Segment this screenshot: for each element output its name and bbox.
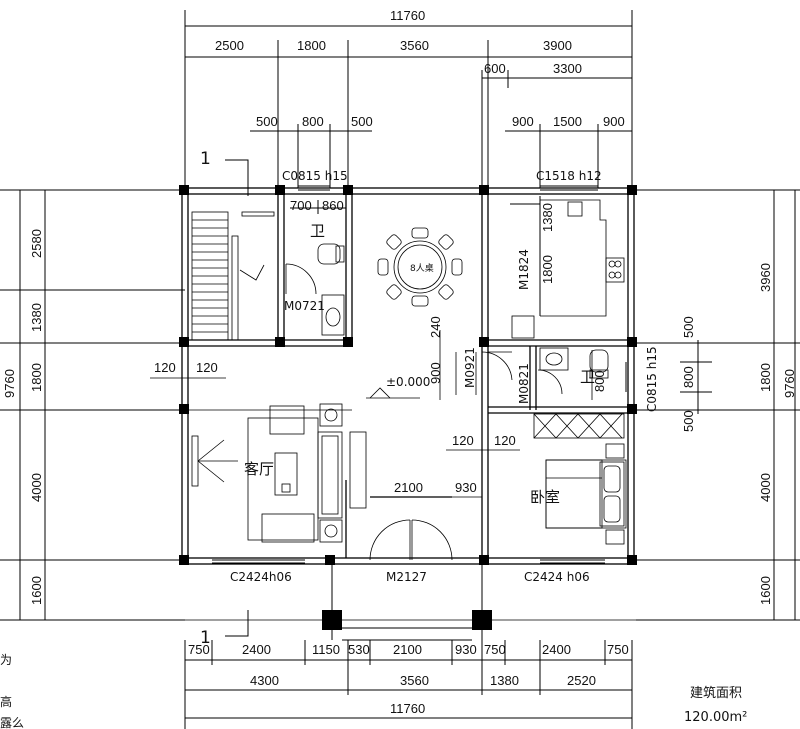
dim-left-2580: 2580 <box>29 229 44 258</box>
margin-text-1: 为 <box>0 653 12 667</box>
dim-left-total: 9760 <box>2 369 17 398</box>
dim-left-1380: 1380 <box>29 303 44 332</box>
right-dimensions: 3960 1800 4000 1600 9760 500 800 500 <box>636 189 800 621</box>
table-label: 8人桌 <box>410 262 434 274</box>
dim-top-500a: 500 <box>256 114 278 129</box>
dim-right-win-500a: 500 <box>681 316 696 338</box>
labels: C0815 h15 C1518 h12 C0815 h15 C2424h06 C… <box>0 149 659 729</box>
window-bottom-left-label: C2424h06 <box>230 570 292 584</box>
dim-bot-750b: 750 <box>484 642 506 657</box>
dim-top-800: 800 <box>302 114 324 129</box>
door-bath-label: M0721 <box>284 299 325 313</box>
dim-right-1800: 1800 <box>758 363 773 392</box>
dim-bot-total: 11760 <box>390 701 425 716</box>
dim-left-1600: 1600 <box>29 576 44 605</box>
dim-bot-930: 930 <box>455 642 477 657</box>
margin-text-3: 露么 <box>0 716 24 729</box>
bottom-dimensions: 750 2400 1150 530 2100 930 750 2400 750 … <box>184 640 633 729</box>
dim-bot-2400b: 2400 <box>542 642 571 657</box>
dim-int-930: 930 <box>455 480 477 495</box>
dim-top-total: 11760 <box>390 8 425 23</box>
door-main-label: M2127 <box>386 570 427 584</box>
dining-table <box>377 227 463 307</box>
dim-bot-750c: 750 <box>607 642 629 657</box>
margin-text-2: 高 <box>0 694 12 709</box>
dim-int-240: 240 <box>428 316 443 338</box>
dim-int-120a: 120 <box>154 360 176 375</box>
living-room-fixtures <box>191 403 367 543</box>
dim-bot-2100: 2100 <box>393 642 422 657</box>
dim-top-1800: 1800 <box>297 38 326 53</box>
staircase <box>191 211 275 341</box>
dim-bot-4300: 4300 <box>250 673 279 688</box>
dim-top-600: 600 <box>484 61 506 76</box>
section-top-label: 1 <box>200 149 211 169</box>
dim-top-900a: 900 <box>512 114 534 129</box>
level-mark <box>366 387 420 399</box>
dim-top-900b: 900 <box>603 114 625 129</box>
dim-int-900: 900 <box>428 362 443 384</box>
door-kitchen-label: M1824 <box>517 249 531 290</box>
dim-int-1800: 1800 <box>540 255 555 284</box>
dim-int-860: 860 <box>322 198 344 213</box>
top-dimensions: 11760 2500 1800 3560 3900 600 3300 500 8… <box>184 8 633 330</box>
dim-right-3960: 3960 <box>758 263 773 292</box>
bedroom-label: 卧室 <box>530 488 560 506</box>
left-dimensions: 9760 2580 1380 1800 4000 1600 <box>0 189 185 621</box>
dim-int-120b: 120 <box>196 360 218 375</box>
dim-right-4000: 4000 <box>758 473 773 502</box>
dim-right-win-500b: 500 <box>681 410 696 432</box>
dim-right-1600: 1600 <box>758 576 773 605</box>
dim-int-800-bath2: 800 <box>592 370 607 392</box>
doors-center <box>455 351 513 395</box>
windows <box>212 185 605 564</box>
dim-int-1380: 1380 <box>540 203 555 232</box>
bath-1-label: 卫 <box>310 222 325 240</box>
columns <box>179 185 637 630</box>
dim-bot-530: 530 <box>348 642 370 657</box>
dim-int-700: 700 <box>290 198 312 213</box>
dim-right-total: 9760 <box>782 369 797 398</box>
door-m0921-label: M0921 <box>463 347 477 388</box>
window-top-right-label: C1518 h12 <box>536 169 602 183</box>
dim-left-4000: 4000 <box>29 473 44 502</box>
window-top-left-label: C0815 h15 <box>282 169 348 183</box>
bath-2-label: 卫 <box>580 368 595 386</box>
dim-top-3900: 3900 <box>543 38 572 53</box>
dim-bot-3560: 3560 <box>400 673 429 688</box>
level-label: ±0.000 <box>386 375 430 389</box>
window-bottom-right-label: C2424 h06 <box>524 570 590 584</box>
area-box: 建筑面积 120.00m² <box>684 685 747 725</box>
dim-right-win-800: 800 <box>681 366 696 388</box>
dim-int-120d: 120 <box>494 433 516 448</box>
dim-left-1800: 1800 <box>29 363 44 392</box>
bedroom-fixtures <box>533 413 627 545</box>
kitchen-fixtures <box>510 196 625 339</box>
door-m0821-label: M0821 <box>517 363 531 404</box>
bathroom-2-fixtures <box>537 347 627 395</box>
dim-bot-750a: 750 <box>188 642 210 657</box>
walls <box>181 187 635 565</box>
dim-top-3300: 3300 <box>553 61 582 76</box>
dim-bot-2400a: 2400 <box>242 642 271 657</box>
dim-bot-1150: 1150 <box>312 642 340 657</box>
area-title: 建筑面积 <box>690 685 742 701</box>
dim-bot-1380: 1380 <box>490 673 519 688</box>
dim-top-3560: 3560 <box>400 38 429 53</box>
section-marks <box>225 159 249 637</box>
dim-top-500b: 500 <box>351 114 373 129</box>
bathroom-1-fixtures <box>285 200 346 336</box>
dim-int-2100: 2100 <box>394 480 423 495</box>
living-room-label: 客厅 <box>244 460 274 478</box>
porch <box>331 565 483 641</box>
dim-top-1500: 1500 <box>553 114 582 129</box>
dim-int-120c: 120 <box>452 433 474 448</box>
window-right-label: C0815 h15 <box>645 346 659 412</box>
dim-bot-2520: 2520 <box>567 673 596 688</box>
section-bottom-label: 1 <box>200 628 211 648</box>
area-value: 120.00m² <box>684 710 747 725</box>
main-door <box>369 496 453 561</box>
dim-top-2500: 2500 <box>215 38 244 53</box>
